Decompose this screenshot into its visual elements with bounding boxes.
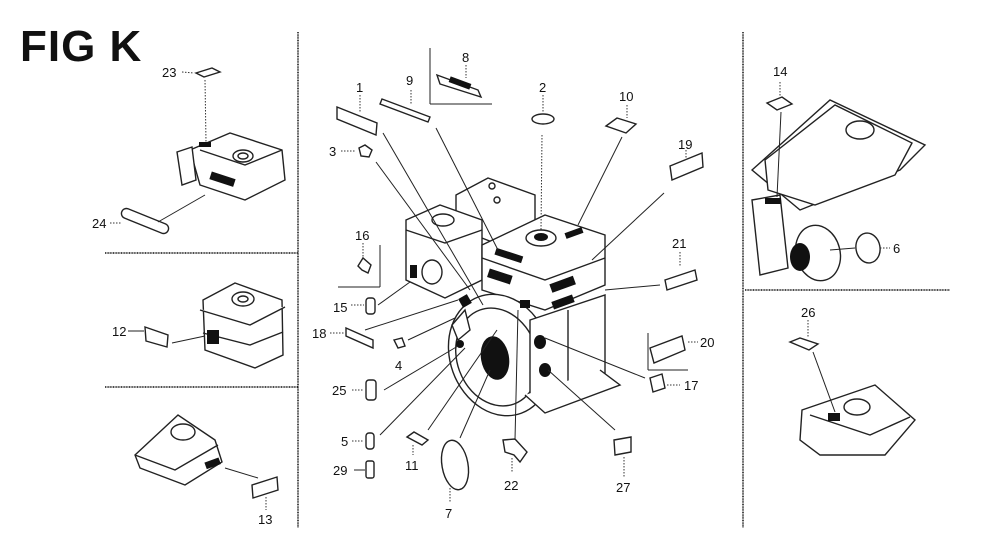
callout-23: 23 (162, 65, 176, 80)
callout-9: 9 (406, 73, 413, 88)
decal-19 (669, 151, 704, 181)
callout-15: 15 (333, 300, 347, 315)
callout-27: 27 (616, 480, 630, 495)
callout-5: 5 (341, 434, 348, 449)
fuel-tank-assembly (750, 99, 927, 282)
callout-26: 26 (801, 305, 815, 320)
callout-8: 8 (462, 50, 469, 65)
callout-11: 11 (405, 458, 419, 473)
decal-1 (336, 105, 378, 137)
decal-22 (502, 438, 528, 464)
decal-11 (405, 431, 430, 446)
callout-3: 3 (329, 144, 336, 159)
decal-27 (613, 436, 632, 456)
decal-29 (365, 460, 375, 479)
air-cleaner-d (799, 384, 916, 456)
decal-13 (251, 476, 279, 499)
decal-4 (392, 337, 406, 349)
callout-14: 14 (773, 64, 787, 79)
decal-25 (365, 379, 377, 401)
callout-10: 10 (619, 89, 633, 104)
engine-assembly (405, 177, 622, 417)
decal-10 (604, 117, 638, 134)
decal-6 (855, 232, 881, 264)
decal-9 (379, 98, 431, 123)
figure-title: FIG K (20, 22, 143, 71)
callout-6: 6 (893, 241, 900, 256)
callout-24: 24 (92, 216, 106, 231)
decal-14 (765, 96, 794, 111)
callout-29: 29 (333, 463, 347, 478)
decal-15 (365, 297, 376, 315)
decal-18 (345, 326, 374, 350)
decal-12 (144, 325, 169, 348)
callout-13: 13 (258, 512, 272, 527)
air-cleaner-b (199, 282, 286, 369)
callout-12: 12 (112, 324, 126, 339)
decal-26 (788, 337, 820, 351)
decal-21 (664, 269, 698, 291)
callout-25: 25 (332, 383, 346, 398)
callout-19: 19 (678, 137, 692, 152)
decal-7 (440, 439, 470, 491)
callout-21: 21 (672, 236, 686, 251)
callout-22: 22 (504, 478, 518, 493)
callout-16: 16 (355, 228, 369, 243)
decal-3 (358, 144, 373, 158)
decal-2 (531, 113, 555, 125)
decal-16 (338, 243, 381, 288)
air-cleaner-c (134, 414, 223, 486)
decal-23 (194, 67, 222, 78)
decal-24 (120, 207, 170, 235)
callout-2: 2 (539, 80, 546, 95)
decal-8 (429, 48, 492, 105)
callout-4: 4 (395, 358, 402, 373)
callout-20: 20 (700, 335, 714, 350)
callout-17: 17 (684, 378, 698, 393)
callout-1: 1 (356, 80, 363, 95)
air-cleaner-a (176, 132, 286, 201)
callout-18: 18 (312, 326, 326, 341)
decal-17 (649, 373, 666, 393)
callout-7: 7 (445, 506, 452, 521)
decal-20 (649, 335, 686, 364)
decal-5 (365, 432, 375, 450)
